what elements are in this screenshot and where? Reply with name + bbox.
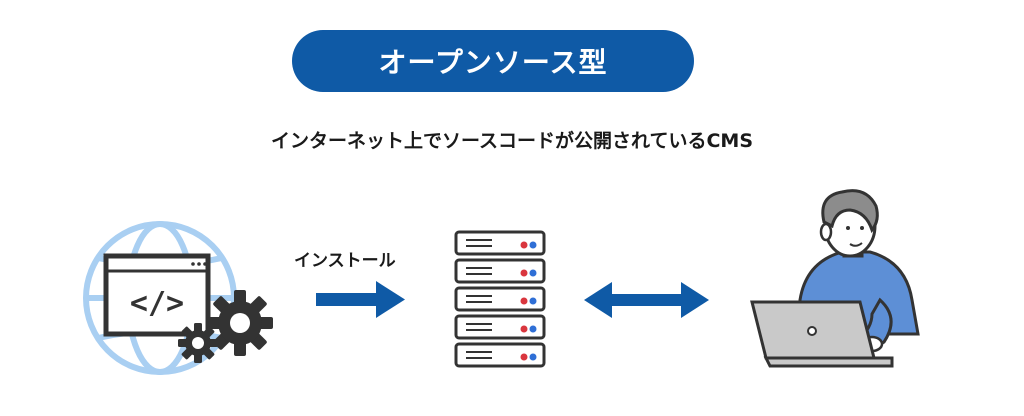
server-unit [454,314,546,340]
person-laptop-icon [750,189,920,368]
server-unit [454,286,546,312]
server-unit [454,258,546,284]
code-window-icon: </> [103,253,211,337]
server-unit [454,230,546,256]
double-arrow-icon [584,282,709,318]
arrow-right-icon [316,281,405,318]
page-title: オープンソース型 [378,46,608,79]
server-rack-icon [454,230,546,368]
subtitle: インターネット上でソースコードが公開されているCMS [270,130,754,152]
gear-icon [178,290,273,363]
install-label: インストール [294,251,396,271]
title-pill: オープンソース型 [292,30,694,92]
server-unit [454,342,546,368]
code-symbol: </> [130,286,184,321]
